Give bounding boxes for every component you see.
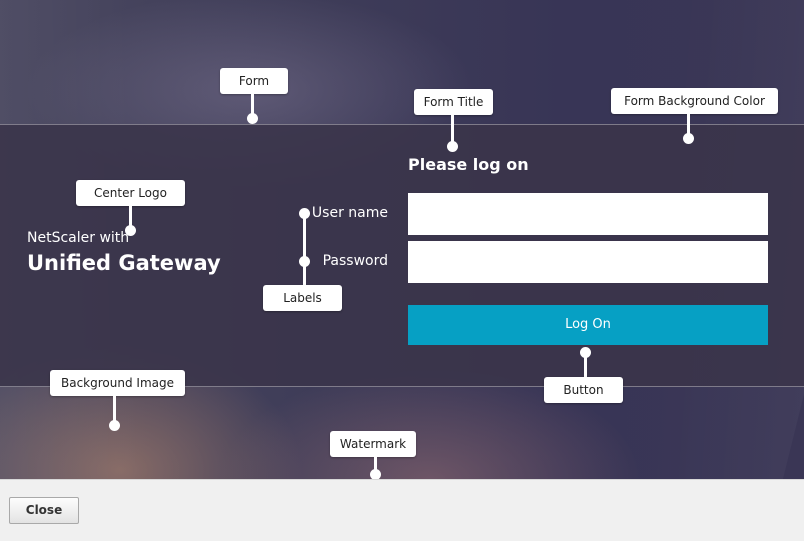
callout-center-logo-dot (125, 225, 136, 236)
username-input[interactable] (408, 193, 768, 235)
callout-button-stem (584, 353, 587, 377)
form-title: Please log on (408, 155, 529, 174)
callout-form-title-stem (451, 115, 454, 142)
callout-form-background-color: Form Background Color (611, 88, 778, 114)
callout-background-image-dot (109, 420, 120, 431)
callout-watermark-dot (370, 469, 381, 479)
callout-form-title: Form Title (414, 89, 493, 115)
callout-labels-dot-top (299, 208, 310, 219)
callout-button-dot (580, 347, 591, 358)
callout-form-dot (247, 113, 258, 124)
dialog-footer: Close (0, 479, 804, 541)
callout-watermark: Watermark (330, 431, 416, 457)
callout-labels: Labels (263, 285, 342, 311)
background-image-preview: NetScaler with Unified Gateway Please lo… (0, 0, 804, 479)
username-label: User name (311, 205, 388, 221)
callout-form-title-dot (447, 141, 458, 152)
logon-button[interactable]: Log On (408, 305, 768, 345)
password-label: Password (322, 253, 388, 269)
callout-background-image-stem (113, 396, 116, 422)
callout-form: Form (220, 68, 288, 94)
callout-watermark-stem (374, 457, 377, 471)
center-logo-line1: NetScaler with (27, 230, 130, 246)
callout-center-logo: Center Logo (76, 180, 185, 206)
callout-center-logo-stem (129, 206, 132, 226)
callout-button: Button (544, 377, 623, 403)
callout-form-background-color-stem (687, 114, 690, 134)
password-input[interactable] (408, 241, 768, 283)
callout-background-image: Background Image (50, 370, 185, 396)
callout-form-background-color-dot (683, 133, 694, 144)
callout-labels-dot-mid (299, 256, 310, 267)
callout-labels-stem (303, 214, 306, 286)
callout-form-stem (251, 94, 254, 118)
close-button[interactable]: Close (9, 497, 79, 524)
center-logo-line2: Unified Gateway (27, 251, 221, 275)
